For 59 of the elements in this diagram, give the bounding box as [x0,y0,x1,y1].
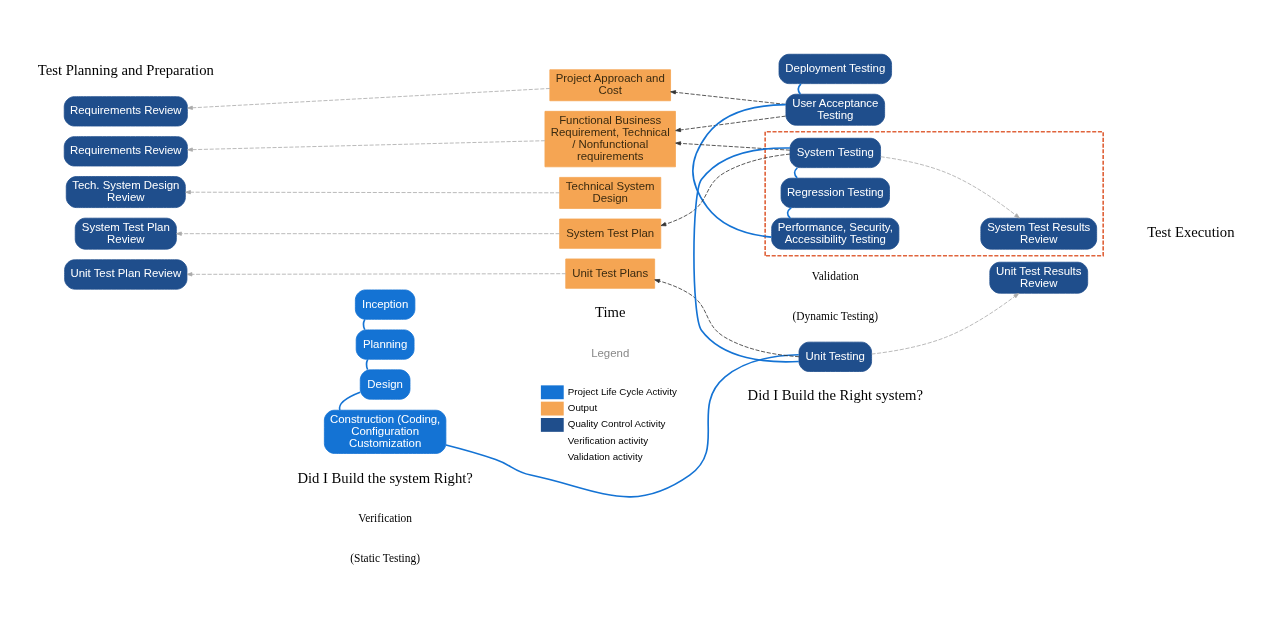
node-box: Functional Business Requirement, Technical / Nonfunctional requirements [544,110,676,167]
arrow [185,189,560,194]
node-box: Construction (Coding, Configuration Customization [323,409,447,454]
legend-label: Quality Control Activity [567,417,666,429]
node-box: System Test Plan Review [74,217,177,250]
connector [362,318,366,330]
label: (Static Testing) [350,551,420,564]
connector [338,391,361,411]
node-box: Regression Testing [780,177,890,208]
label: Verification [358,511,413,524]
node-box: Technical System Design [559,176,662,209]
legend-label: Output [567,401,598,413]
node-box: Planning [355,329,415,360]
arrow [871,292,1020,354]
label: Test Planning and Preparation [37,61,214,78]
arrow [670,89,786,105]
connector [365,358,369,370]
node-box: System Test Plan [559,218,662,249]
node-box: System Test Results Review [980,217,1098,250]
node-box: Design [359,368,411,400]
node-box: Unit Test Plans [565,258,656,289]
connector [797,82,802,95]
connector [786,206,793,219]
label: Did I Build the system Right? [297,469,473,486]
arrow [660,153,791,226]
node-box: Performance, Security, Accessibility Testing [771,217,900,250]
arrow [186,271,567,276]
arrow [675,115,786,132]
node-box: User Acceptance Testing [785,93,886,126]
arrow [654,278,800,357]
connector [692,103,787,238]
label: Time [594,303,626,320]
node-box: Unit Test Results Review [989,261,1089,294]
cluster [764,130,1104,256]
node-box: System Testing [789,137,881,168]
label: Legend [591,346,630,359]
node-box: Project Approach and Cost [549,68,671,101]
label: Test Execution [1147,223,1235,240]
legend-label: Project Life Cycle Activity [567,385,677,397]
legend-label: Validation activity [567,450,643,462]
arrow [176,231,560,236]
connector [793,166,799,179]
label: (Dynamic Testing) [792,309,879,322]
node-box: Requirements Review [63,135,188,166]
node-box: Deployment Testing [778,53,892,84]
arrow [187,87,551,110]
arrow [187,139,546,152]
connector [693,146,800,363]
legend-label: Verification activity [567,434,649,446]
node-box: Inception [354,289,416,320]
node-box: Unit Test Plan Review [64,258,188,290]
arrow [880,155,1020,218]
label: Did I Build the Right system? [747,386,924,403]
node-box: Requirements Review [63,95,188,126]
node-box: Tech. System Design Review [65,175,186,208]
arrow [675,140,791,151]
connector [445,353,800,498]
node-box: Unit Testing [798,341,872,372]
label: Validation [811,269,859,282]
